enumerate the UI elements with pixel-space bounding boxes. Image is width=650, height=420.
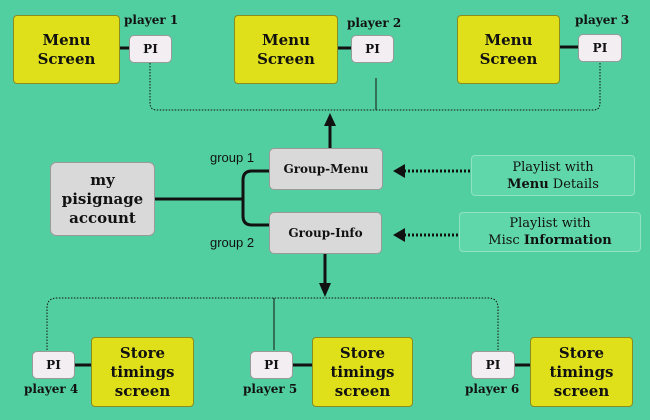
playlist-2-line-1: Playlist with xyxy=(509,216,591,231)
player-label-1: player 1 xyxy=(124,13,179,27)
playlist-1-rest: Details xyxy=(548,176,599,192)
pi-device-4: PI xyxy=(32,351,75,379)
pi-device-1: PI xyxy=(129,35,172,63)
playlist-1-line-1: Playlist with xyxy=(512,159,594,175)
player-label-2: player 2 xyxy=(347,16,402,30)
pi-device-6: PI xyxy=(471,351,515,379)
playlist-2-line-2: Misc Information xyxy=(488,232,611,249)
arrow-up-head xyxy=(324,113,336,126)
group-menu-box: Group-Menu xyxy=(269,148,383,190)
pi-device-3: PI xyxy=(578,34,622,62)
group-label-2: group 2 xyxy=(210,235,255,250)
pi-device-5: PI xyxy=(250,351,293,379)
menu-screen-1: Menu Screen xyxy=(13,15,120,84)
menu-screen-2: Menu Screen xyxy=(234,15,338,84)
menu-screen-3: Menu Screen xyxy=(457,15,560,84)
playlist-arrow-2-head xyxy=(393,228,405,242)
playlist-2-pre: Misc xyxy=(488,233,524,248)
group-bracket xyxy=(241,169,270,227)
group-label-1: group 1 xyxy=(210,150,255,165)
playlist-menu-details: Playlist with Menu Details xyxy=(471,155,635,196)
pisignage-account: my pisignage account xyxy=(50,162,155,236)
playlist-1-bold: Menu xyxy=(507,176,549,192)
player-label-3: player 3 xyxy=(575,13,630,27)
playlist-arrow-1-head xyxy=(393,164,405,178)
playlist-misc-information: Playlist with Misc Information xyxy=(459,212,641,252)
playlist-2-bold: Information xyxy=(523,233,612,248)
arrow-down-head xyxy=(319,283,331,297)
group-info-box: Group-Info xyxy=(269,212,382,254)
player-label-4: player 4 xyxy=(24,382,79,396)
store-timings-screen-6: Store timings screen xyxy=(530,337,633,407)
pi-device-2: PI xyxy=(351,35,394,63)
store-timings-screen-5: Store timings screen xyxy=(312,337,413,407)
playlist-1-line-2: Menu Details xyxy=(507,176,599,193)
player-label-6: player 6 xyxy=(465,382,520,396)
store-timings-screen-4: Store timings screen xyxy=(91,337,194,407)
player-label-5: player 5 xyxy=(243,382,298,396)
